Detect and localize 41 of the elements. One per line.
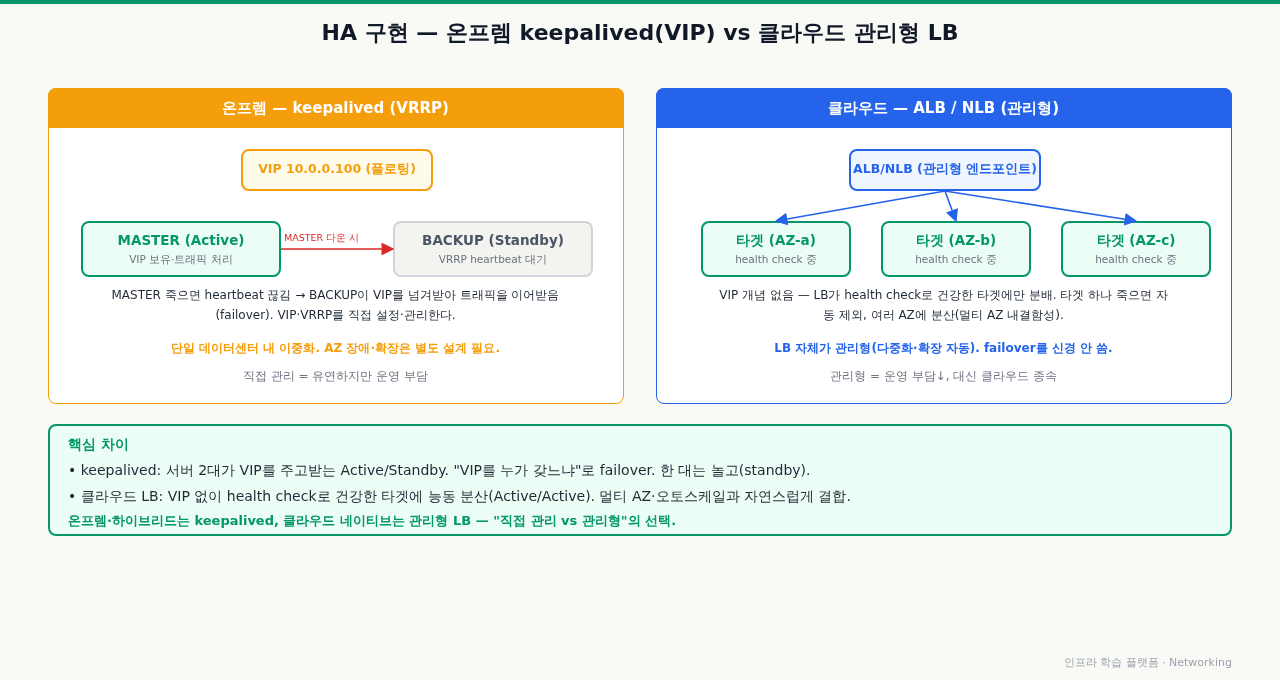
target-box bbox=[881, 221, 1031, 277]
panel-header: 클라우드 — ALB / NLB (관리형) bbox=[655, 87, 1232, 128]
arrow bbox=[944, 190, 1138, 226]
target-box bbox=[701, 221, 851, 277]
box-subtitle: health check 중 bbox=[734, 253, 818, 267]
note-text: 관리형 = 운영 부담↓, 대신 클라우드 종속 bbox=[829, 369, 1058, 385]
box-title: 타겟 (AZ-c) bbox=[1095, 232, 1177, 250]
panel bbox=[48, 88, 624, 404]
server-box bbox=[393, 221, 593, 277]
box-title: VIP 10.0.0.100 (플로팅) bbox=[257, 161, 417, 178]
box-subtitle: health check 중 bbox=[1094, 253, 1178, 267]
vip-box bbox=[241, 149, 433, 191]
box-title: MASTER (Active) bbox=[116, 232, 246, 248]
box-title: BACKUP (Standby) bbox=[421, 232, 565, 248]
arrow bbox=[944, 190, 959, 223]
box-subtitle: health check 중 bbox=[914, 253, 998, 267]
conclusion-text: 온프렘·하이브리드는 keepalived, 클라우드 네이티브는 관리형 LB — "직접 관리 vs 관리형"의 선택. bbox=[68, 512, 677, 530]
diagram-title: HA 구현 — 온프렘 keepalived(VIP) vs 클라우드 관리형 LB bbox=[320, 19, 960, 47]
note-text: 직접 관리 = 유연하지만 운영 부담 bbox=[241, 369, 430, 385]
bullet-text: • 클라우드 LB: VIP 없이 health check로 건강한 타겟에 능동 분산(Active/Active). 멀티 AZ·오토스케일과 자연스럽게 결합. bbox=[68, 488, 851, 506]
bullet-text: • keepalived: 서버 2대가 VIP를 주고받는 Active/Standby. "VIP를 누가 갖느냐"로 failover. 한 대는 놀고(standby). bbox=[68, 462, 811, 480]
box-subtitle: VIP 보유·트래픽 처리 bbox=[128, 253, 234, 267]
box-title: 타겟 (AZ-b) bbox=[914, 232, 998, 250]
box-title: ALB/NLB (관리형 엔드포인트) bbox=[852, 161, 1038, 178]
footer-text: 인프라 학습 플랫폼 · Networking bbox=[1063, 655, 1232, 670]
load-balancer-box bbox=[849, 149, 1041, 191]
edge-label: MASTER 다운 시 bbox=[283, 232, 361, 245]
arrow bbox=[280, 242, 395, 256]
summary-box bbox=[48, 424, 1232, 536]
note-text: LB 자체가 관리형(다중화·확장 자동). failover를 신경 안 씀. bbox=[773, 341, 1114, 357]
arrow bbox=[774, 190, 946, 226]
target-box bbox=[1061, 221, 1211, 277]
description-text: VIP 개념 없음 — LB가 health check로 건강한 타겟에만 분배. 타겟 하나 죽으면 자동 제외, 여러 AZ에 분산(멀티 AZ 내결함성). bbox=[718, 287, 1169, 325]
box-title: 타겟 (AZ-a) bbox=[735, 232, 817, 250]
box-subtitle: VRRP heartbeat 대기 bbox=[437, 253, 549, 267]
summary-heading: 핵심 차이 bbox=[68, 436, 129, 454]
note-text: 단일 데이터센터 내 이중화. AZ 장애·확장은 별도 설계 필요. bbox=[169, 341, 502, 357]
description-text: MASTER 죽으면 heartbeat 끊김 → BACKUP이 VIP를 넘겨받아 트래픽을 이어받음(failover). VIP·VRRP를 직접 설정·관리한다. bbox=[110, 287, 561, 325]
panel-header: 온프렘 — keepalived (VRRP) bbox=[47, 87, 624, 128]
server-box bbox=[81, 221, 281, 277]
panel bbox=[656, 88, 1232, 404]
